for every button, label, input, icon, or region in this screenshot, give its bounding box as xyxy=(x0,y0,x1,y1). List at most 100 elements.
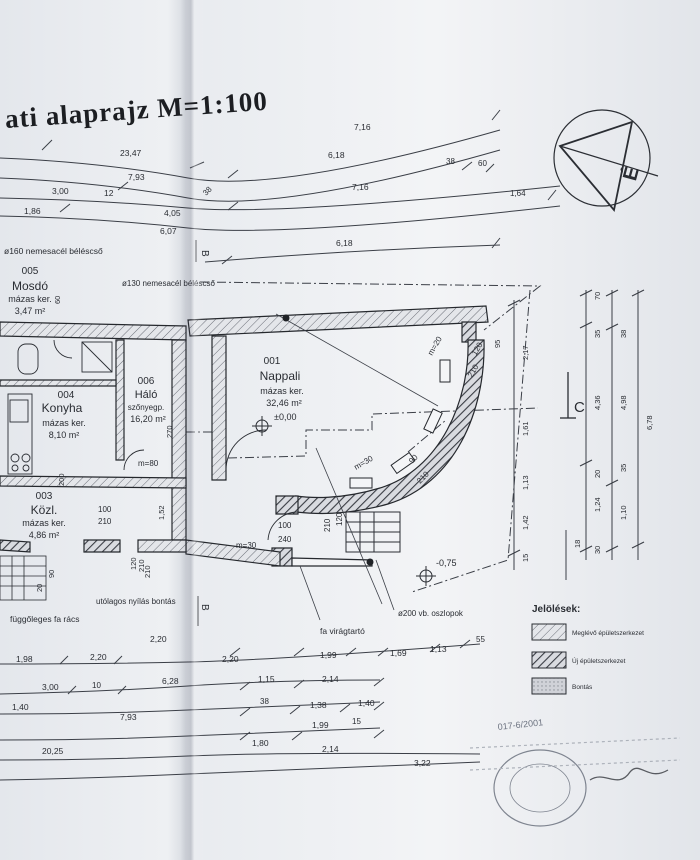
dim-bottom: 1,80 xyxy=(252,738,269,748)
opening-size: 240 xyxy=(278,535,292,544)
top-dimension-lines xyxy=(0,109,561,265)
guide-lines xyxy=(275,313,439,621)
dim-bottom: 1,99 xyxy=(312,720,329,730)
dim-bottom: 6,28 xyxy=(162,676,179,686)
dim-top: 6,18 xyxy=(328,150,345,160)
dim-bottom: 1,98 xyxy=(16,654,33,664)
dim-bottom: 1,15 xyxy=(258,674,275,684)
dim-top: 7,93 xyxy=(128,172,145,182)
room-floor-001: mázas ker. xyxy=(260,386,304,396)
section-b-bottom-label: B xyxy=(199,604,210,611)
opening-size: 90 xyxy=(47,570,56,578)
bottom-dimension-lines xyxy=(0,639,481,781)
dim-top: 4,05 xyxy=(164,208,181,218)
opening-size: m=30 xyxy=(236,541,257,550)
column-markers xyxy=(282,314,374,566)
room-name-005: Mosdó xyxy=(12,279,48,293)
dim-right: 6,78 xyxy=(645,415,654,430)
room-floor-005: mázas ker. xyxy=(8,294,52,304)
room-number-004: 004 xyxy=(58,390,75,401)
dim-bottom: 2,20 xyxy=(222,654,239,664)
dim-bottom: 1,99 xyxy=(320,650,337,660)
dim-bottom: 3,00 xyxy=(42,682,59,692)
legend-item-demolition: Bontás xyxy=(572,684,593,691)
north-arrow-icon xyxy=(553,109,659,212)
dim-right: 35 xyxy=(593,330,602,338)
kitchen-fixtures xyxy=(7,341,113,475)
room-floor-004: mázas ker. xyxy=(42,418,86,428)
opening-size: m=20 xyxy=(426,334,444,357)
dim-right: 1,10 xyxy=(619,505,628,520)
opening-size: 210 xyxy=(143,565,152,578)
legend-heading: Jelölések: xyxy=(532,604,580,615)
opening-size: 100 xyxy=(98,505,112,514)
room-number-003: 003 xyxy=(36,491,53,502)
dim-bottom: 3,22 xyxy=(414,758,431,768)
dim-top: 7,16 xyxy=(354,122,371,132)
dim-bottom: 20,25 xyxy=(42,746,64,756)
dim-bottom: 10 xyxy=(92,681,101,690)
curved-wall-windows xyxy=(349,359,451,489)
dim-top: 38 xyxy=(446,157,455,166)
section-b-top-label: B xyxy=(199,250,210,257)
site-boundary-lines xyxy=(186,281,542,593)
dim-top: 7,16 xyxy=(352,182,369,192)
room-number-006: 006 xyxy=(138,376,155,387)
dim-bottom: 1,13 xyxy=(430,644,447,654)
dim-bottom: 2,14 xyxy=(322,674,339,684)
dim-right: 30 xyxy=(593,546,602,554)
dim-right: 15 xyxy=(521,554,530,562)
dim-right: 4,36 xyxy=(593,395,602,410)
paper-fold xyxy=(180,0,204,860)
note-attic: utólagos nyílás bontás xyxy=(96,597,176,606)
dim-right: 2,17 xyxy=(521,345,530,360)
opening-size: 210 xyxy=(323,518,332,532)
entrance-stairs xyxy=(345,511,401,553)
dim-top: 6,07 xyxy=(160,226,177,236)
dim-bottom: 55 xyxy=(476,635,485,644)
dim-top: 3,00 xyxy=(52,186,69,196)
room-area-001: 32,46 m² xyxy=(266,398,302,408)
room-floor-006: szőnyegp. xyxy=(128,403,164,412)
dim-right: 1,61 xyxy=(521,421,530,436)
dim-right: 1,42 xyxy=(521,515,530,530)
note-pipe-160: ø160 nemesacél bélésсső xyxy=(4,246,103,256)
note-columns: ø200 vb. oszlopok xyxy=(398,609,464,618)
level-main: ±0,00 xyxy=(274,412,296,422)
dim-right: 1,13 xyxy=(521,475,530,490)
section-marker-b xyxy=(195,240,199,626)
dim-bottom: 2,14 xyxy=(322,744,339,754)
dim-bottom: 1,40 xyxy=(358,698,375,708)
walls xyxy=(0,305,489,567)
room-area-006: 16,20 m² xyxy=(130,414,166,424)
dim-bottom: 1,40 xyxy=(12,702,29,712)
legend-swatches xyxy=(531,623,567,695)
level-markers xyxy=(252,416,436,586)
stamp-number: 017-6/2001 xyxy=(497,717,543,732)
dim-top: 6,18 xyxy=(336,238,353,248)
right-dimension-lines xyxy=(507,289,645,580)
dim-right: 20 xyxy=(593,470,602,478)
dim-bottom: 7,93 xyxy=(120,712,137,722)
room-name-001: Nappali xyxy=(260,369,301,383)
section-c-label: C xyxy=(574,399,585,416)
dim-right: 4,98 xyxy=(619,395,628,410)
opening-size: 210 xyxy=(98,517,112,526)
opening-size: 210 xyxy=(137,559,146,572)
dim-top: 60 xyxy=(478,159,487,168)
dim-top: 23,47 xyxy=(120,148,142,158)
note-fence: függőleges fa rács xyxy=(10,614,79,624)
dim-bottom: 15 xyxy=(352,717,361,726)
dim-right: 1,24 xyxy=(593,497,602,512)
opening-size: 1,52 xyxy=(157,505,166,520)
dim-bottom: 2,20 xyxy=(150,634,167,644)
dim-bottom: 38 xyxy=(260,697,269,706)
room-name-004: Konyha xyxy=(42,401,83,415)
note-pipe-130: ø130 nemesacél béléscső xyxy=(122,279,215,288)
opening-size: 20 xyxy=(35,584,44,592)
level-outside: -0,75 xyxy=(436,558,457,568)
opening-size: 120 xyxy=(335,512,344,526)
opening-size: m=80 xyxy=(138,459,159,468)
dim-bottom: 1,69 xyxy=(390,648,407,658)
